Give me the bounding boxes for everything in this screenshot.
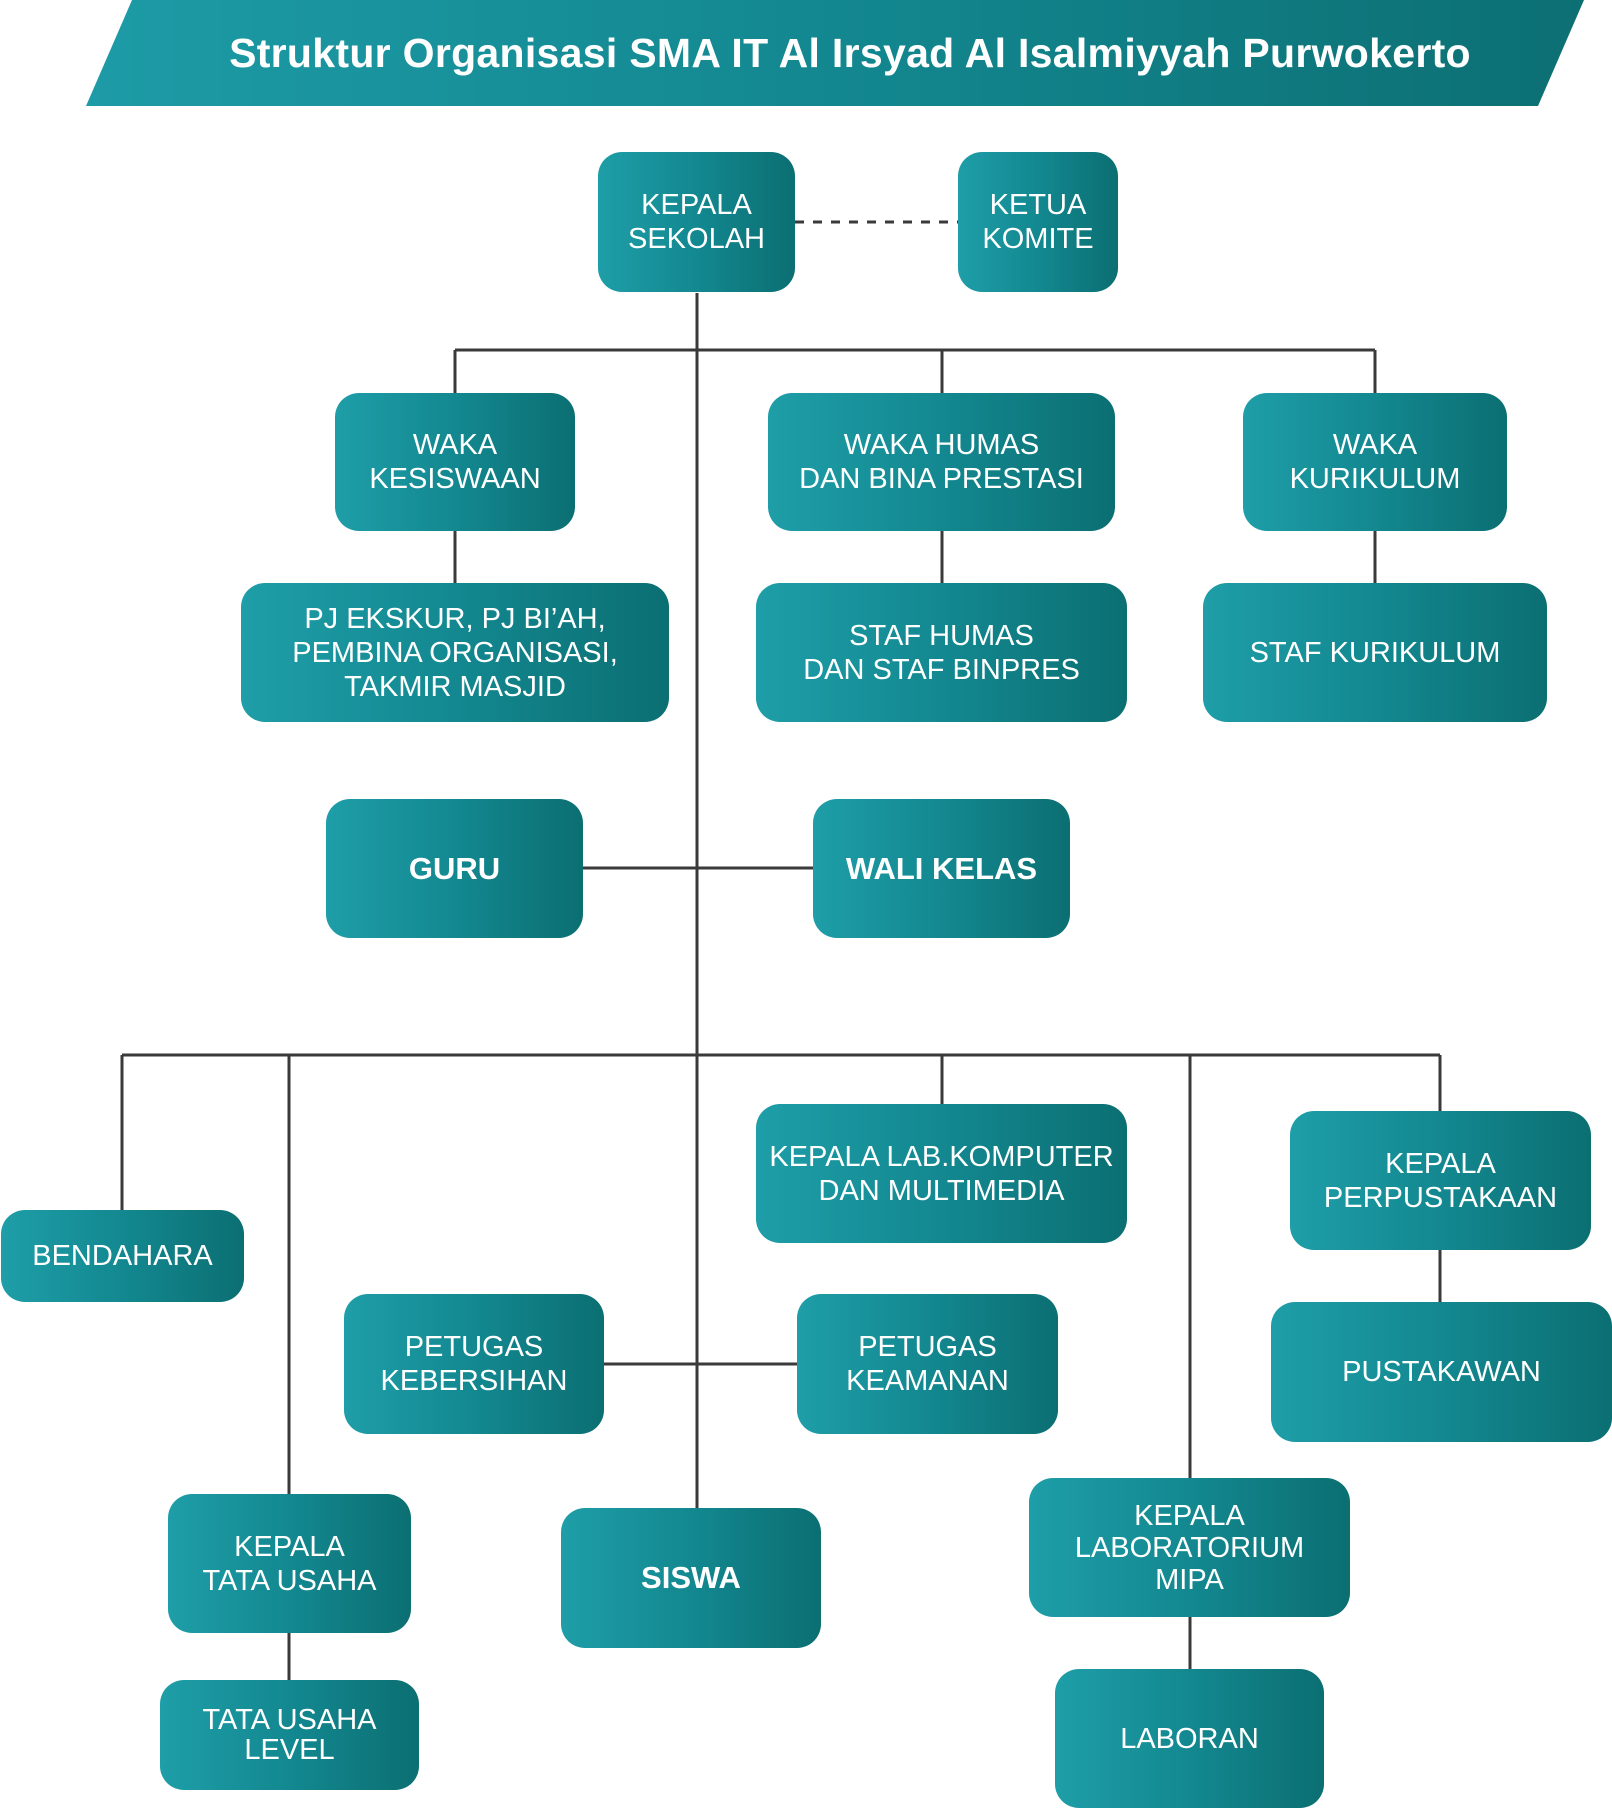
box-ketua-komite: KETUA KOMITE	[958, 152, 1118, 292]
box-bendahara: BENDAHARA	[1, 1210, 244, 1302]
box-waka-kurikulum: WAKA KURIKULUM	[1243, 393, 1507, 531]
box-kepala-sekolah: KEPALA SEKOLAH	[598, 152, 795, 292]
box-kepala-lab-komputer: KEPALA LAB.KOMPUTER DAN MULTIMEDIA	[756, 1104, 1127, 1243]
chart-title: Struktur Organisasi SMA IT Al Irsyad Al …	[229, 29, 1471, 76]
box-pj-ekskur: PJ EKSKUR, PJ BI’AH, PEMBINA ORGANISASI,…	[241, 583, 669, 722]
box-petugas-kebersihan: PETUGAS KEBERSIHAN	[344, 1294, 604, 1434]
title-banner: Struktur Organisasi SMA IT Al Irsyad Al …	[86, 0, 1584, 106]
box-waka-humas: WAKA HUMAS DAN BINA PRESTASI	[768, 393, 1115, 531]
box-kepala-tata-usaha: KEPALA TATA USAHA	[168, 1494, 411, 1633]
box-pustakawan: PUSTAKAWAN	[1271, 1302, 1612, 1442]
box-guru: GURU	[326, 799, 583, 938]
box-tata-usaha-level: TATA USAHA LEVEL	[160, 1680, 419, 1790]
box-laboran: LABORAN	[1055, 1669, 1324, 1808]
box-siswa: SISWA	[561, 1508, 821, 1648]
box-petugas-keamanan: PETUGAS KEAMANAN	[797, 1294, 1058, 1434]
box-kepala-lab-mipa: KEPALA LABORATORIUM MIPA	[1029, 1478, 1350, 1617]
box-staf-humas: STAF HUMAS DAN STAF BINPRES	[756, 583, 1127, 722]
box-wali-kelas: WALI KELAS	[813, 799, 1070, 938]
box-waka-kesiswaan: WAKA KESISWAAN	[335, 393, 575, 531]
box-staf-kurikulum: STAF KURIKULUM	[1203, 583, 1547, 722]
box-kepala-perpustakaan: KEPALA PERPUSTAKAAN	[1290, 1111, 1591, 1250]
